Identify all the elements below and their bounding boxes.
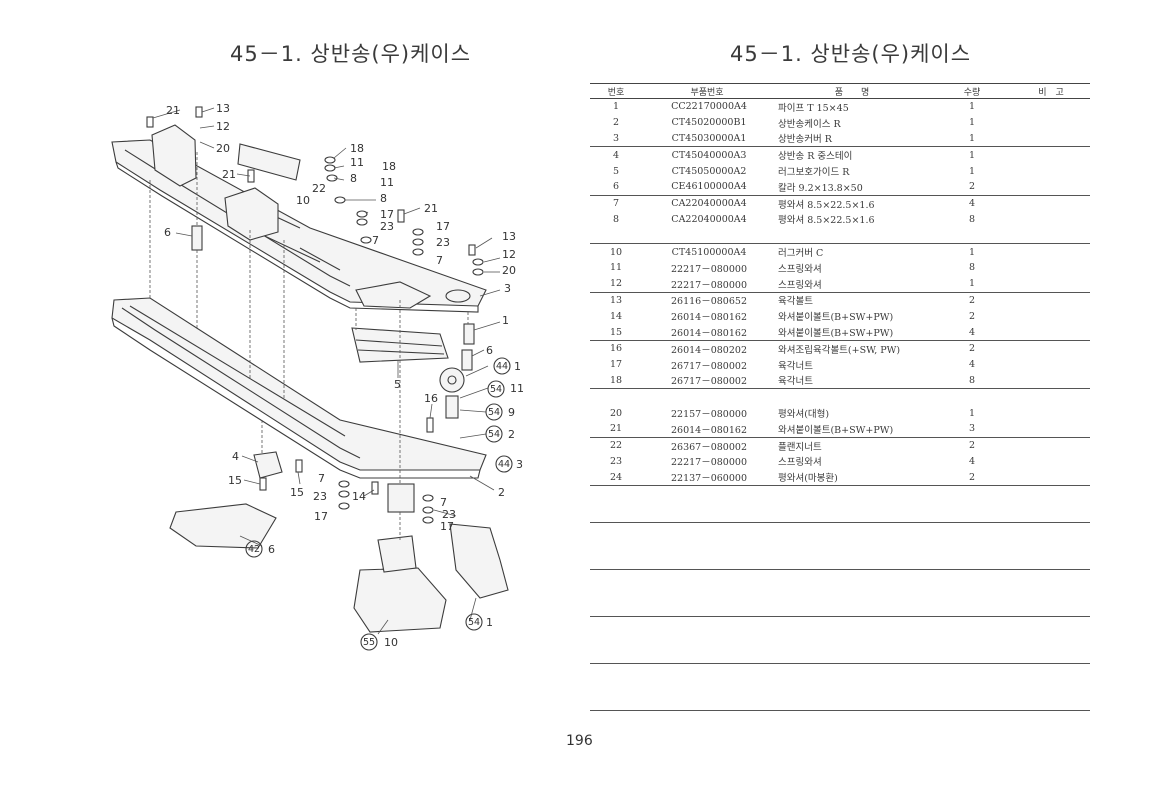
blank-rule: [590, 522, 1090, 523]
circled-ref: 44: [496, 361, 508, 372]
blank-rule: [590, 663, 1090, 664]
diagram-label: 21: [166, 104, 180, 117]
diagram-label: 1: [514, 360, 521, 373]
diagram-label: 3: [516, 458, 523, 471]
diagram-label: 20: [502, 264, 516, 277]
diagram-label: 8: [350, 172, 357, 185]
diagram-label: 17: [314, 510, 328, 523]
diagram-label: 1: [486, 616, 493, 629]
diagram-label: 23: [436, 236, 450, 249]
diagram-label: 23: [380, 220, 394, 233]
diagram-label: 22: [312, 182, 326, 195]
col-header-remark: 비 고: [1012, 83, 1090, 99]
page-number: 196: [566, 733, 593, 749]
diagram-label: 23: [313, 490, 327, 503]
diagram-label: 7: [436, 254, 443, 267]
diagram-label: 23: [442, 508, 456, 521]
col-header-no: 번호: [590, 83, 642, 99]
circled-ref: 54: [488, 429, 500, 440]
diagram-label: 7: [318, 472, 325, 485]
diagram-label: 21: [222, 168, 236, 181]
diagram-label: 15: [228, 474, 242, 487]
diagram-label: 3: [504, 282, 511, 295]
diagram-label: 7: [372, 234, 379, 247]
page-title-left: 45－1. 상반송(우)케이스: [230, 42, 472, 66]
diagram-label: 1: [502, 314, 509, 327]
diagram-label: 20: [216, 142, 230, 155]
blank-rule: [590, 710, 1090, 711]
blank-rule: [590, 616, 1090, 617]
diagram-label: 11: [350, 156, 364, 169]
diagram-label: 2: [498, 486, 505, 499]
diagram-label: 4: [232, 450, 239, 463]
circled-ref: 54: [488, 407, 500, 418]
diagram-label: 12: [502, 248, 516, 261]
diagram-label: 6: [268, 543, 275, 556]
diagram-label: 9: [508, 406, 515, 419]
diagram-label: 12: [216, 120, 230, 133]
exploded-parts-diagram: 21 13 12 20 18 11 18 21 8 22 11 10 8 17 …: [111, 102, 524, 651]
diagram-label: 17: [436, 220, 450, 233]
diagram-label: 11: [510, 382, 524, 395]
diagram-label: 11: [380, 176, 394, 189]
diagram-label: 14: [352, 490, 366, 503]
diagram-labels: 21 13 12 20 18 11 18 21 8 22 11 10 8 17 …: [164, 102, 524, 649]
diagram-label: 18: [382, 160, 396, 173]
diagram-label: 10: [384, 636, 398, 649]
diagram-label: 10: [296, 194, 310, 207]
diagram-label: 2: [508, 428, 515, 441]
diagram-label: 13: [502, 230, 516, 243]
table-row-blank: [590, 227, 1090, 243]
diagram-circled-refs: 44 54 54 54 44 42 55 54: [245, 357, 513, 651]
diagram-label: 8: [380, 192, 387, 205]
diagram-label: 13: [216, 102, 230, 115]
page-title-right: 45－1. 상반송(우)케이스: [730, 42, 972, 66]
table-header-row: 번호 부품번호 품 명 수량 비 고: [590, 83, 1090, 99]
diagram-label: 21: [424, 202, 438, 215]
circled-ref: 42: [248, 544, 260, 555]
table-end-rule: [590, 485, 1090, 487]
col-header-name: 품 명: [772, 83, 932, 99]
diagram-label: 17: [440, 520, 454, 533]
diagram-label: 17: [380, 208, 394, 221]
diagram-label: 6: [164, 226, 171, 239]
diagram-label: 18: [350, 142, 364, 155]
circled-ref: 55: [363, 637, 375, 648]
circled-ref: 44: [498, 459, 510, 470]
circled-ref: 54: [490, 384, 502, 395]
diagram-label: 5: [394, 378, 401, 391]
table-row-blank: [590, 388, 1090, 406]
col-header-qty: 수량: [932, 83, 1012, 99]
circled-ref: 54: [468, 617, 480, 628]
diagram-label: 16: [424, 392, 438, 405]
diagram-label: 7: [440, 496, 447, 509]
blank-rule: [590, 569, 1090, 570]
col-header-part-no: 부품번호: [642, 83, 772, 99]
diagram-label: 15: [290, 486, 304, 499]
diagram-label: 6: [486, 344, 493, 357]
